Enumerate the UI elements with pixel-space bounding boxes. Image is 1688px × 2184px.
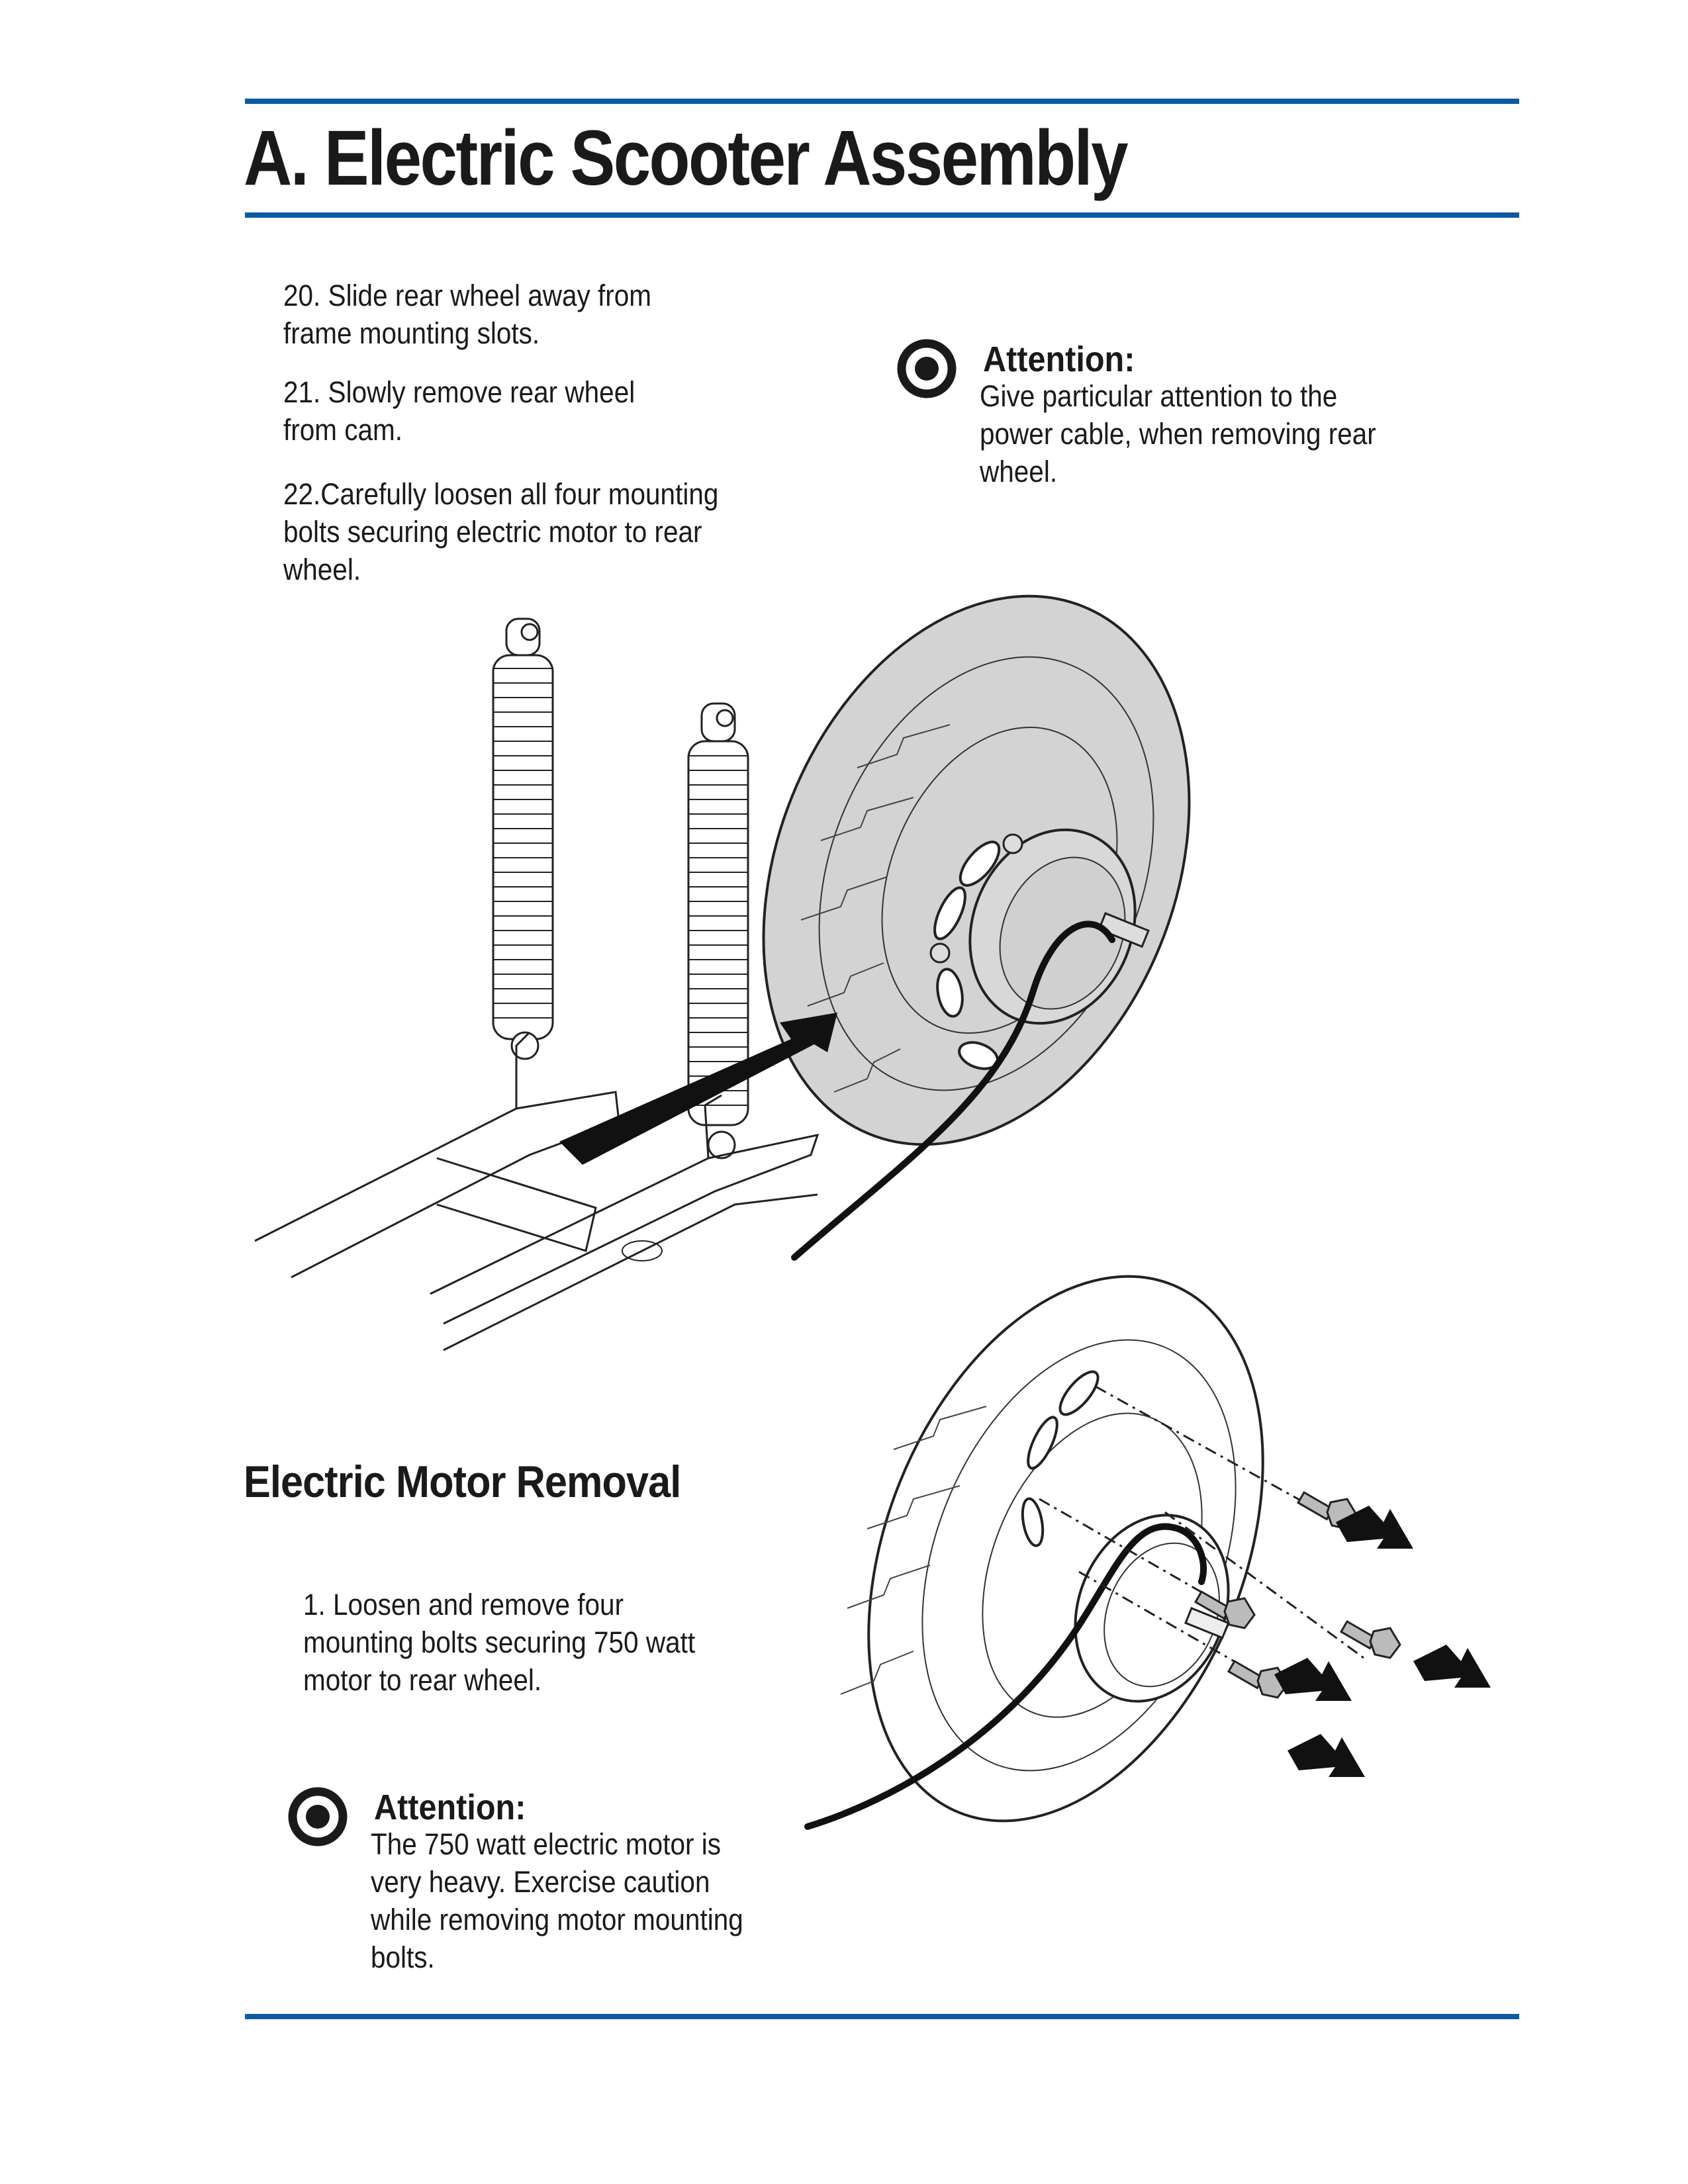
- section-heading: Electric Motor Removal: [244, 1457, 681, 1507]
- step-20: 20. Slide rear wheel away from frame mou…: [283, 279, 652, 350]
- attention-body: Give particular attention to the power c…: [980, 379, 1376, 488]
- mounting-bolt: [1339, 1619, 1401, 1659]
- mounting-bolt: [1194, 1590, 1256, 1629]
- attention-heading: Attention:: [374, 1788, 526, 1827]
- arrow-icon: [1288, 1734, 1365, 1777]
- wheel-lower: [804, 1275, 1264, 1830]
- step-1: 1. Loosen and remove four mounting bolts…: [303, 1588, 696, 1697]
- direction-arrow: [559, 1013, 837, 1165]
- arrow-icon: [1274, 1658, 1352, 1701]
- attention-heading: Attention:: [983, 340, 1135, 379]
- attention-body: The 750 watt electric motor is very heav…: [371, 1827, 743, 1974]
- header-rule-bottom: [245, 212, 1519, 218]
- step-22: 22.Carefully loosen all four mounting bo…: [283, 477, 719, 586]
- steps-list-bottom: 1. Loosen and remove four mounting bolts…: [303, 1586, 768, 1720]
- arrow-icon: [1336, 1506, 1413, 1549]
- wheel-upper: [762, 594, 1191, 1261]
- motor-bolt-removal-illustration: [804, 1275, 1491, 1830]
- scooter-frame: [254, 1031, 820, 1351]
- steps-list-top: 20. Slide rear wheel away from frame mou…: [283, 277, 784, 610]
- footer-rule: [245, 2014, 1519, 2019]
- shock-absorber-left: [492, 617, 554, 1060]
- rear-wheel-removal-illustration: [254, 594, 1191, 1351]
- target-icon: [288, 1787, 348, 1846]
- target-icon: [897, 339, 957, 398]
- page-title: A. Electric Scooter Assembly: [244, 114, 1129, 202]
- header-rule-top: [245, 99, 1519, 104]
- arrow-icon: [1413, 1645, 1491, 1688]
- removal-arrows: [1274, 1506, 1491, 1777]
- step-21: 21. Slowly remove rear wheel from cam.: [283, 375, 635, 447]
- guide-lines: [1039, 1385, 1364, 1672]
